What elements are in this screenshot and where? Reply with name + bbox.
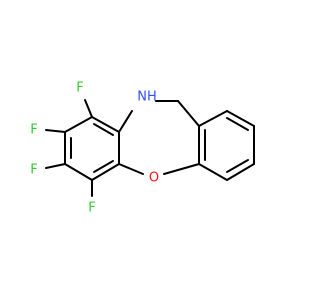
bond xyxy=(118,163,144,175)
bond xyxy=(91,116,120,133)
atom-label-o: O xyxy=(149,171,159,186)
bonds xyxy=(45,99,255,197)
bond xyxy=(163,163,200,175)
molecule-canvas: F F F F NH O xyxy=(30,81,255,216)
bond xyxy=(64,116,93,133)
atom-label-f4: F xyxy=(88,201,95,216)
structure-diagram: F F F F NH O xyxy=(30,81,255,216)
bond xyxy=(91,163,120,181)
bond xyxy=(93,160,114,173)
bond xyxy=(118,110,133,133)
bond xyxy=(198,163,228,181)
atom-label-f1: F xyxy=(76,81,83,96)
bond xyxy=(226,159,249,173)
bond xyxy=(45,129,66,133)
bond xyxy=(93,123,114,136)
atom-label-f2: F xyxy=(30,123,37,138)
bond xyxy=(45,163,66,169)
atom-label-f3: F xyxy=(30,163,37,178)
bond xyxy=(226,110,255,127)
bond xyxy=(84,99,93,118)
bond xyxy=(198,110,228,127)
atom-labels: F F F F NH O xyxy=(30,81,159,216)
atom-label-nh: NH xyxy=(137,90,157,105)
bond xyxy=(177,100,200,127)
bond xyxy=(226,163,255,181)
bond xyxy=(226,117,249,131)
bond xyxy=(64,163,93,181)
